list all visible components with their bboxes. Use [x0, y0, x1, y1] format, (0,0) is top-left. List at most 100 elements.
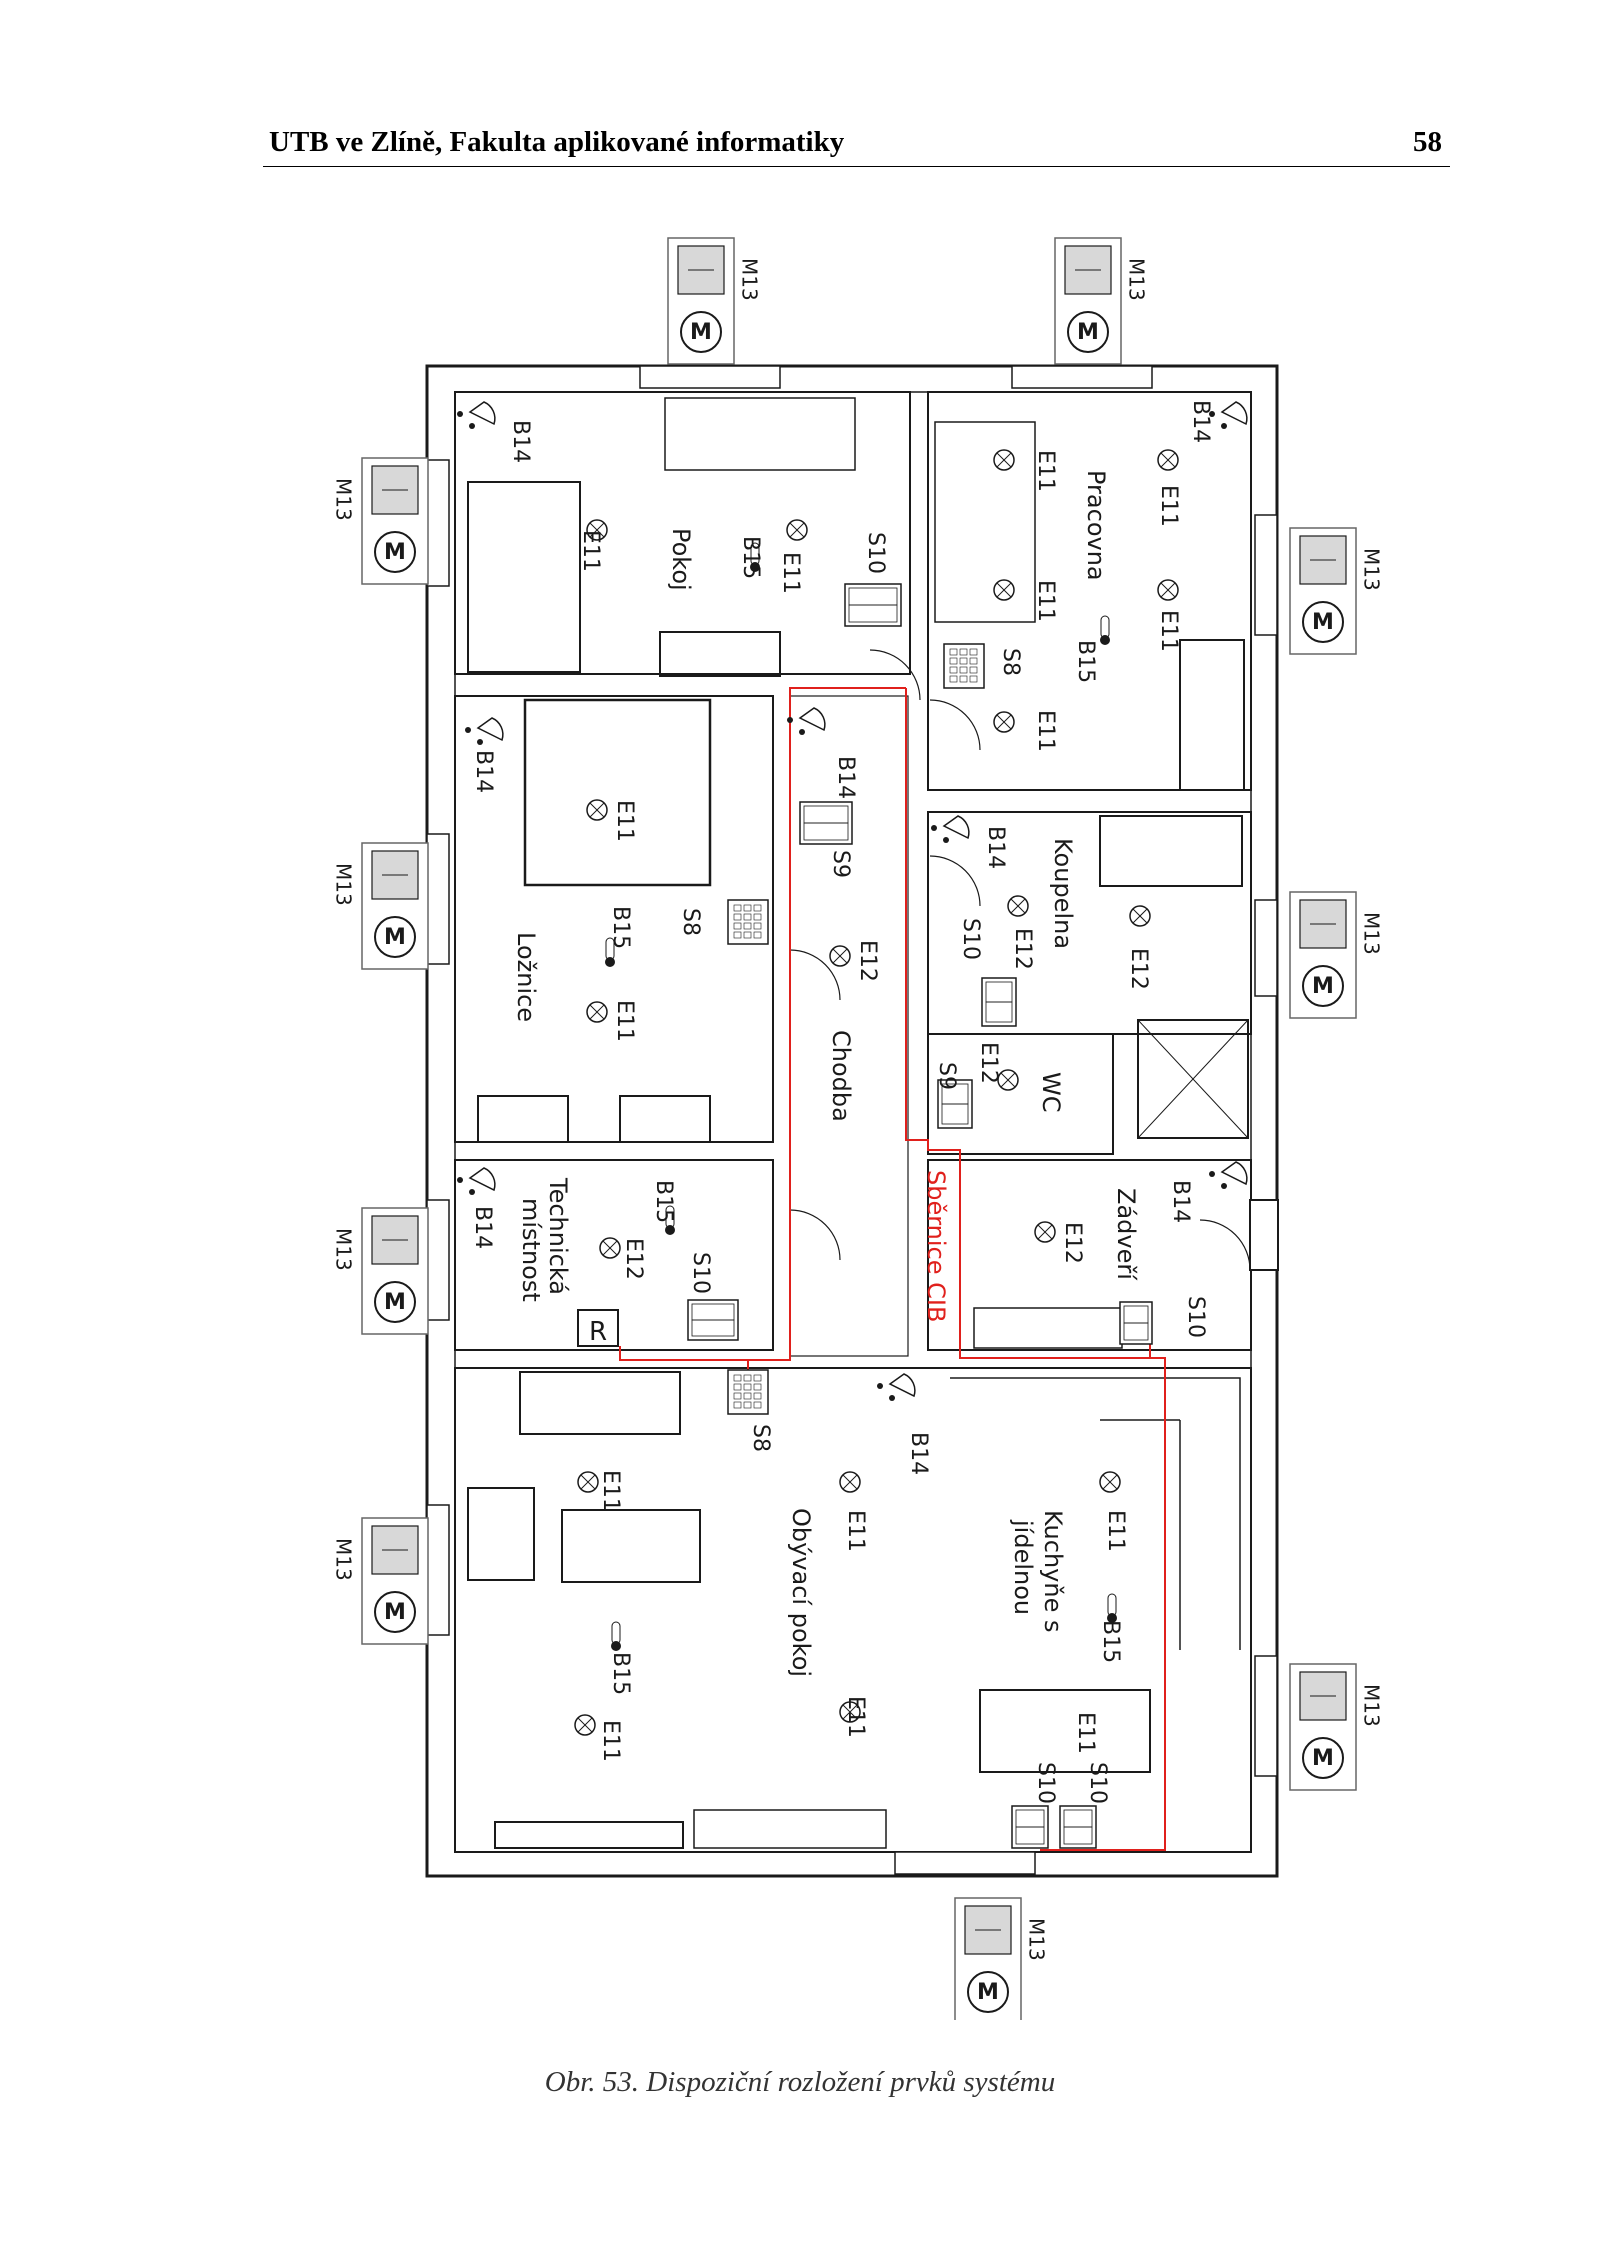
s10-switch-key	[691, 1319, 735, 1337]
light-icon	[586, 799, 608, 821]
e11-label: E11	[578, 530, 603, 572]
keypad-icon	[727, 899, 769, 945]
kitchen-counter	[950, 1377, 1241, 1650]
keypad-key	[743, 1401, 752, 1409]
thermo-bulb	[1107, 1613, 1117, 1623]
light-icon	[586, 519, 608, 541]
b15-label: B15	[1073, 640, 1098, 683]
bench-zadveri	[973, 1307, 1123, 1349]
bus-line-tech	[619, 1346, 790, 1361]
b15-label: B15	[651, 1180, 676, 1223]
shower	[1137, 1019, 1249, 1139]
lamp-x2	[842, 1704, 858, 1720]
b14-dome	[1220, 1161, 1248, 1186]
lamp-x2	[589, 802, 605, 818]
keypad-key	[949, 648, 958, 656]
thermo-bulb	[750, 562, 760, 572]
room-label-pokoj: Pokoj	[667, 528, 695, 591]
e12-label: E12	[1010, 928, 1035, 970]
motor-letter: M	[384, 540, 406, 565]
keypad-key	[969, 666, 978, 674]
s10-switch-key	[1063, 1826, 1093, 1845]
b14-dome	[798, 707, 826, 732]
coffee-table	[561, 1509, 701, 1583]
keypad-icon	[727, 1369, 769, 1415]
b15-label: B15	[608, 1652, 633, 1695]
thermo-bulb	[611, 1641, 621, 1651]
window	[894, 1851, 1036, 1875]
s8-label: S8	[678, 908, 703, 936]
window	[426, 459, 450, 587]
lamp-x2	[842, 1474, 858, 1490]
blind-icon	[371, 465, 419, 515]
door-swing	[929, 699, 981, 751]
e11-label: E11	[1103, 1510, 1128, 1552]
b14-dot	[457, 1177, 463, 1183]
keypad-key	[743, 904, 752, 912]
s9-switch-key	[941, 1103, 969, 1125]
light-icon	[993, 449, 1015, 471]
room-label-kuchyne-2: jídelnou	[1009, 1519, 1037, 1615]
lamp-x2	[832, 948, 848, 964]
s9-label: S9	[828, 850, 853, 878]
keypad-key	[743, 1392, 752, 1400]
e11-label: E11	[612, 1000, 637, 1042]
b14-dome	[1220, 401, 1248, 426]
b14-label: B14	[1168, 1180, 1193, 1223]
room-label-wc: WC	[1037, 1072, 1065, 1113]
s10-switch-key	[848, 604, 898, 623]
window	[639, 365, 781, 389]
b15-label: B15	[608, 906, 633, 949]
m13-label: M13	[1125, 258, 1149, 301]
light-icon	[599, 1237, 621, 1259]
b14-dome	[468, 401, 496, 426]
e11-label: E11	[1156, 485, 1181, 527]
lamp-x2	[602, 1240, 618, 1256]
light-icon	[1007, 895, 1029, 917]
e11-label: E11	[843, 1510, 868, 1552]
light-icon	[839, 1471, 861, 1493]
lamp-x2	[589, 1004, 605, 1020]
e11-label: E11	[1156, 610, 1181, 652]
lamp-x2	[996, 452, 1012, 468]
keypad-key	[969, 657, 978, 665]
desk-pracovna	[934, 421, 1036, 623]
s10-label: S10	[1183, 1296, 1208, 1338]
b14-dot	[457, 411, 463, 417]
motor-icon	[967, 1971, 1009, 2013]
entrance-door	[1249, 1199, 1279, 1271]
m13-label: M13	[332, 1228, 356, 1271]
b14-icon	[457, 1167, 496, 1195]
b14-dot	[469, 1189, 475, 1195]
light-icon	[1129, 905, 1151, 927]
thermometer-icon	[611, 1621, 621, 1651]
keypad-key	[753, 931, 762, 939]
keypad-key	[959, 666, 968, 674]
lamp-x2	[996, 714, 1012, 730]
s8-label: S8	[748, 1424, 773, 1452]
thermometer-icon	[1107, 1593, 1117, 1623]
b14-label: B14	[906, 1432, 931, 1475]
room-label-zadveri: Zádveří	[1112, 1188, 1140, 1281]
shower-diag-2	[1137, 1019, 1249, 1139]
s9-switch	[937, 1079, 973, 1129]
b14-dot	[1221, 423, 1227, 429]
s10-switch-key	[985, 1001, 1013, 1023]
lamp-x2	[1010, 898, 1026, 914]
room-wc	[927, 1033, 1114, 1155]
e12-label: E12	[621, 1238, 646, 1280]
keypad-key	[753, 922, 762, 930]
b14-dot	[787, 717, 793, 723]
blind-icon	[677, 245, 725, 295]
b14-icon	[457, 401, 496, 429]
keypad-key	[733, 913, 742, 921]
header-title: UTB ve Zlíně, Fakulta aplikované informa…	[269, 126, 845, 158]
b14-dot	[1209, 411, 1215, 417]
keypad-key	[733, 1401, 742, 1409]
keypad-key	[753, 913, 762, 921]
